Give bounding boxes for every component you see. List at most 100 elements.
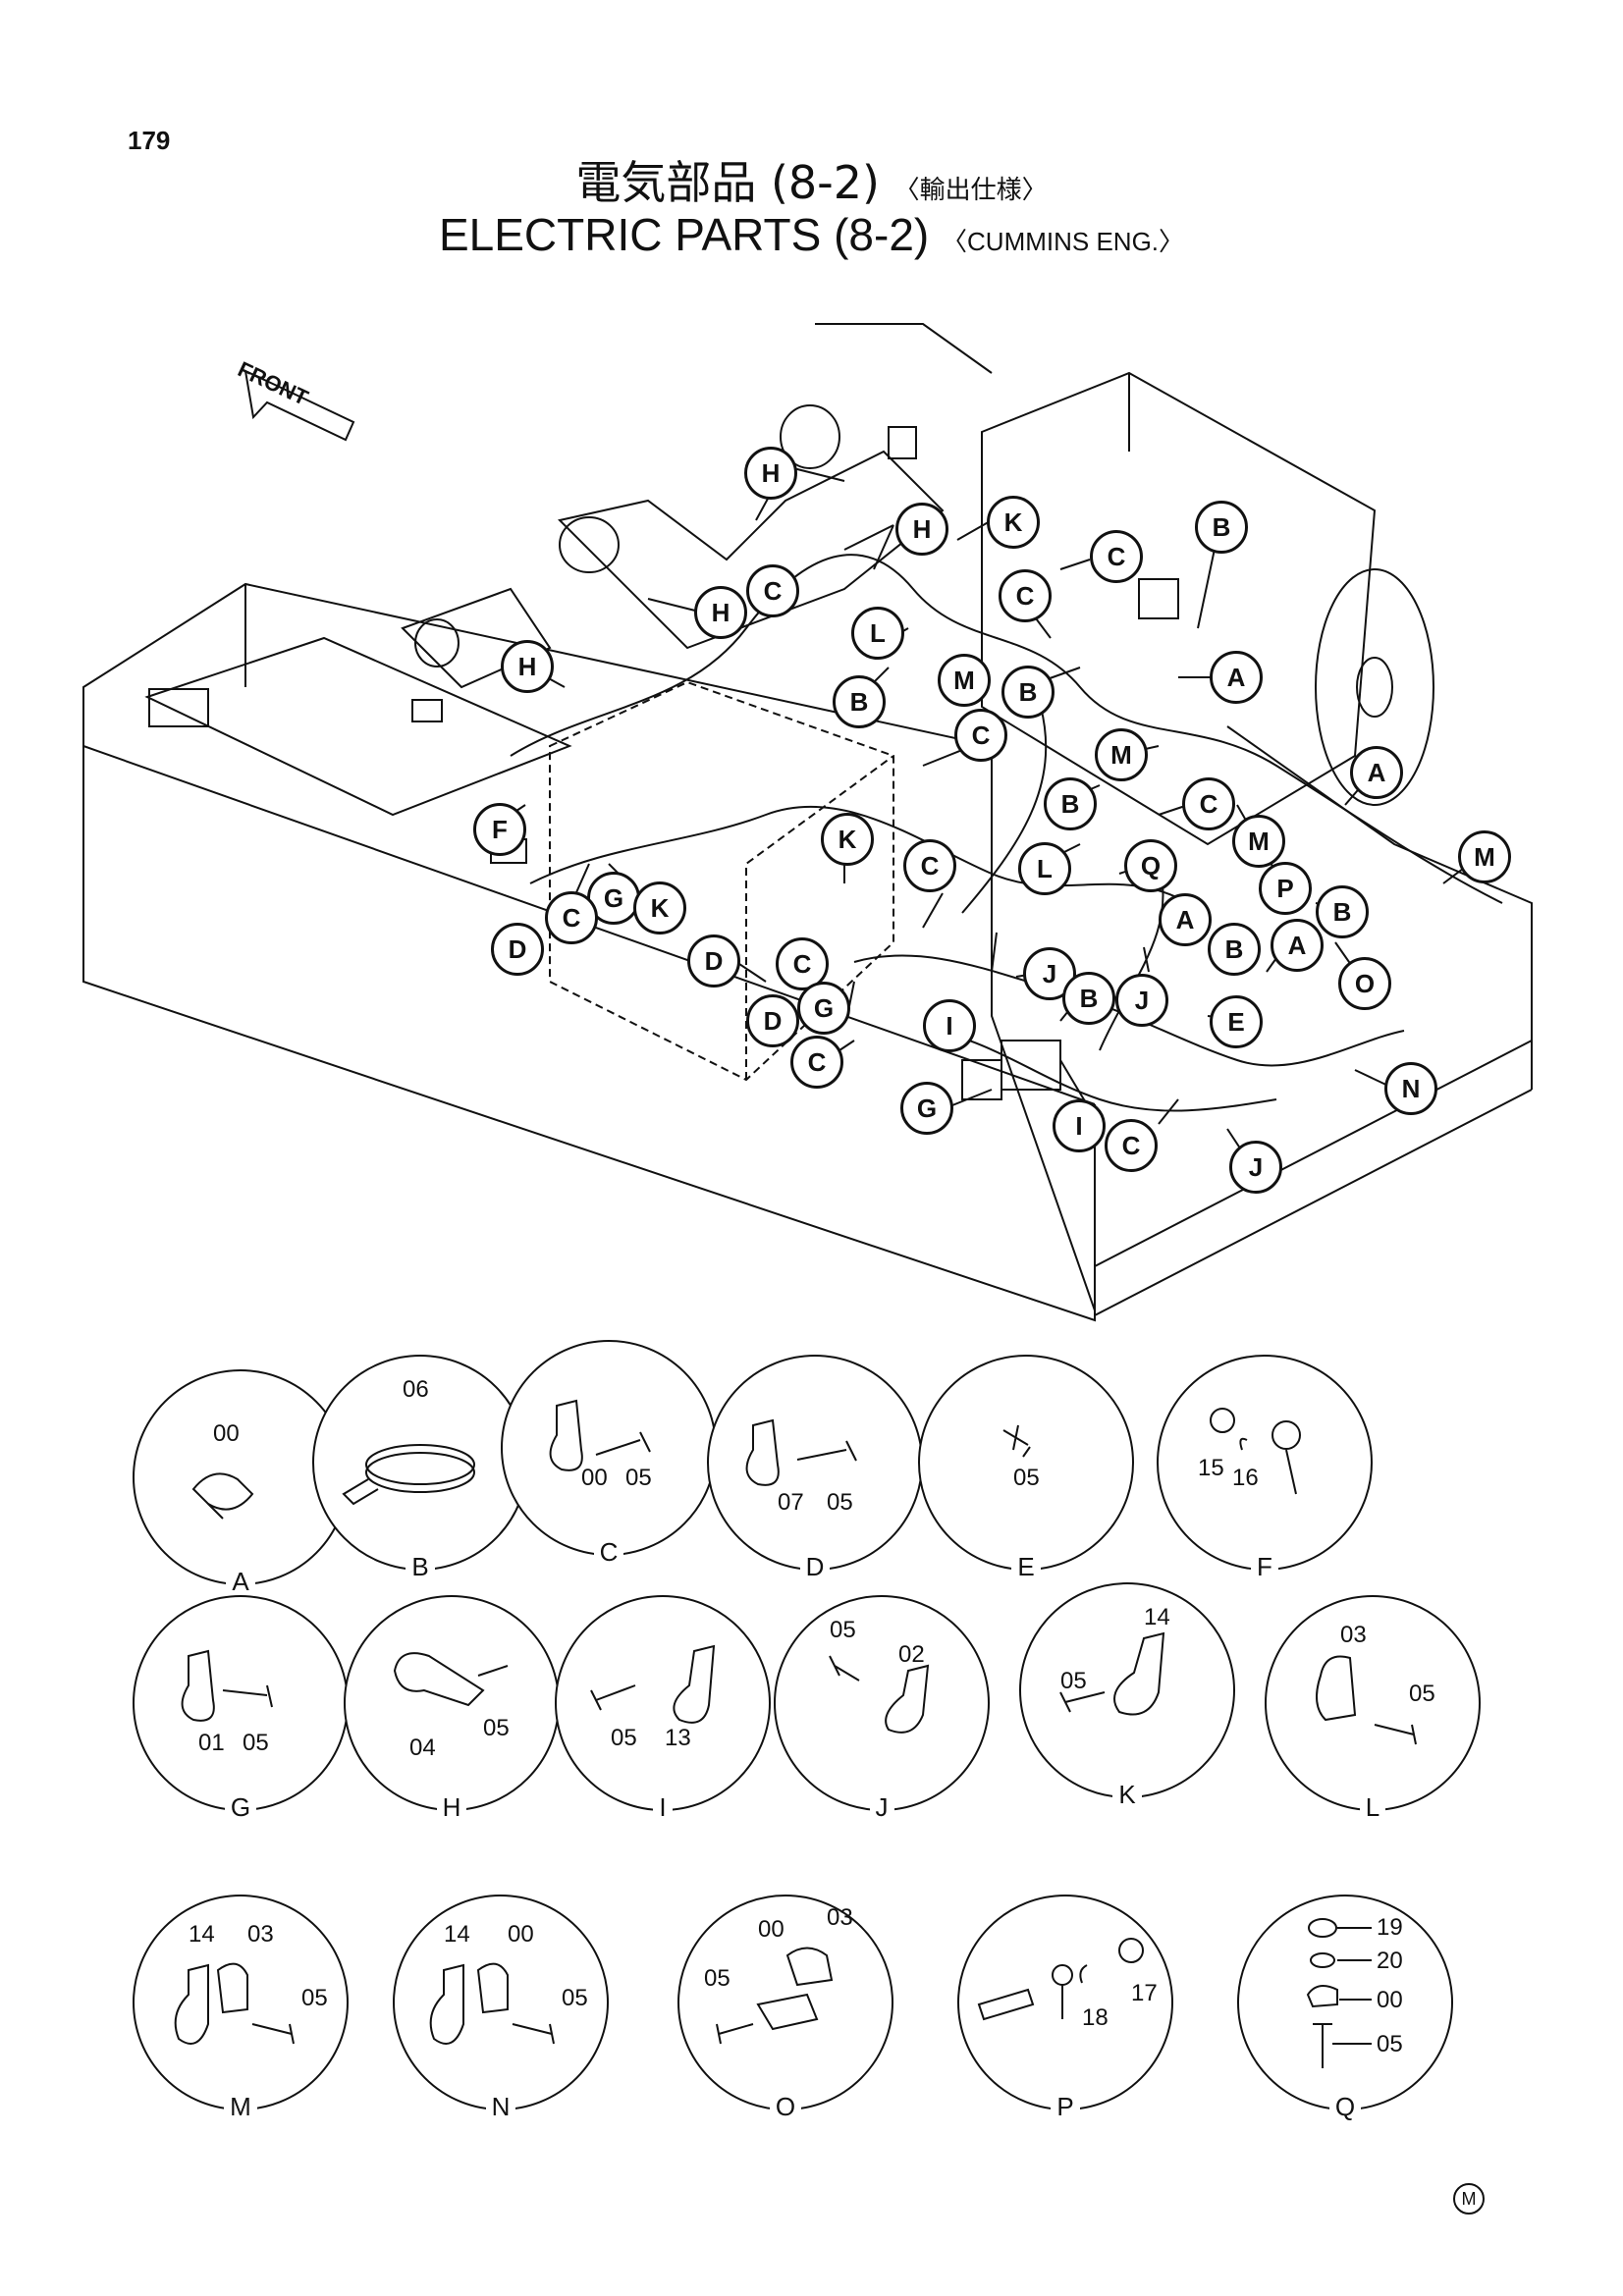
clamp-bolt-shape	[1316, 1655, 1417, 1745]
detail-label: A	[135, 1567, 347, 1597]
clamp-bolt-shape	[1059, 1631, 1165, 1716]
detail-circle-o: 00 03 05 O	[677, 1895, 893, 2121]
callout-circle: H	[744, 447, 797, 500]
callout-circle: J	[1229, 1141, 1282, 1194]
callout-circle: C	[545, 891, 598, 944]
detail-circle-p: 18 17 P	[957, 1895, 1173, 2121]
fan-shape	[1315, 568, 1434, 806]
callout-circle: B	[1316, 885, 1369, 938]
detail-label: J	[776, 1792, 988, 1823]
part-number: 18	[1082, 2004, 1109, 2031]
part-number: 00	[213, 1420, 240, 1447]
callout-circle: P	[1259, 862, 1312, 915]
front-arrow-shape	[243, 369, 355, 442]
clamp-shape	[191, 1472, 254, 1520]
part-number: 15	[1198, 1455, 1224, 1481]
part-number: 05	[1409, 1681, 1435, 1707]
callout-circle: I	[1053, 1099, 1106, 1152]
callout-circle: A	[1350, 746, 1403, 799]
detail-circle-l: 03 05 L	[1265, 1595, 1481, 1822]
callout-circle: H	[694, 586, 747, 639]
clamp-bolt-shape	[549, 1399, 651, 1471]
part-number: 05	[611, 1725, 637, 1751]
part-number: 05	[827, 1489, 853, 1516]
callout-circle: K	[633, 881, 686, 934]
callout-circle: K	[987, 496, 1040, 549]
part-number: 04	[409, 1735, 436, 1761]
callout-circle: N	[1384, 1062, 1437, 1115]
part-number: 05	[243, 1730, 269, 1756]
detail-label: L	[1267, 1792, 1479, 1823]
part-number: 05	[704, 1965, 730, 1992]
detail-circle-b: 06 B	[312, 1355, 528, 1581]
callout-circle: A	[1159, 893, 1212, 946]
callout-circle: C	[999, 569, 1052, 622]
callout-circle: B	[1062, 972, 1115, 1025]
detail-circle-c: 00 05 C	[501, 1340, 717, 1567]
part-number: 00	[581, 1465, 608, 1491]
part-number: 05	[830, 1617, 856, 1643]
part-number: 05	[625, 1465, 652, 1491]
title-jp-sub: 〈輸出仕様〉	[893, 176, 1048, 205]
band-shape	[342, 1444, 475, 1506]
callout-circle: L	[1018, 842, 1071, 895]
clamp-bolt-shape	[590, 1644, 716, 1724]
part-number: 05	[562, 1985, 588, 2011]
clamp-bolt-shape	[829, 1655, 930, 1734]
part-number: 05	[1013, 1465, 1040, 1491]
callout-circle: B	[1195, 501, 1248, 554]
title-en-main: ELECTRIC PARTS (8-2)	[438, 209, 930, 260]
part-number: 14	[189, 1921, 215, 1948]
clip-shape	[393, 1652, 509, 1707]
part-number: 05	[301, 1985, 328, 2011]
stack-assembly-shape	[1306, 1918, 1372, 2068]
part-number: 16	[1232, 1465, 1259, 1491]
detail-label: G	[135, 1792, 347, 1823]
part-number: 05	[1377, 2031, 1403, 2057]
detail-circle-i: 05 13 I	[555, 1595, 771, 1822]
callout-circle: Q	[1124, 839, 1177, 892]
detail-label: F	[1159, 1552, 1371, 1582]
part-number: 07	[778, 1489, 804, 1516]
callout-circle: C	[903, 839, 956, 892]
detail-label: O	[679, 2092, 892, 2122]
callout-circle: D	[746, 994, 799, 1047]
detail-label: C	[503, 1537, 715, 1568]
detail-label: K	[1021, 1780, 1233, 1810]
detail-circle-h: 04 05 H	[344, 1595, 560, 1822]
callout-circle: E	[1210, 995, 1263, 1048]
callout-circle: B	[1208, 923, 1261, 976]
callout-circle: C	[790, 1036, 843, 1089]
detail-label: E	[920, 1552, 1132, 1582]
detail-label: M	[135, 2092, 347, 2122]
callout-circle: B	[1044, 777, 1097, 830]
clamp-bolt-shape	[429, 1962, 555, 2045]
callout-circle: M	[1458, 830, 1511, 883]
callout-circle: A	[1210, 651, 1263, 704]
callout-circle: B	[833, 675, 886, 728]
callout-circle: C	[954, 709, 1007, 762]
part-number: 03	[1340, 1622, 1367, 1648]
clamp-bolt-shape	[181, 1649, 273, 1722]
manufacturer-mark: M	[1453, 2183, 1485, 2215]
callout-circle: L	[851, 607, 904, 660]
callout-circle: G	[797, 982, 850, 1035]
detail-label: Q	[1239, 2092, 1451, 2122]
detail-label: P	[959, 2092, 1171, 2122]
callout-circle: D	[687, 934, 740, 988]
part-number: 17	[1131, 1980, 1158, 2006]
detail-label: D	[709, 1552, 921, 1582]
part-number: 14	[444, 1921, 470, 1948]
callout-circle: A	[1271, 919, 1324, 972]
detail-label: N	[395, 2092, 607, 2122]
callout-circle: M	[938, 654, 991, 707]
title-english: ELECTRIC PARTS (8-2) 〈CUMMINS ENG.〉	[0, 208, 1623, 261]
callout-circle: K	[821, 813, 874, 866]
callout-circle: C	[1182, 777, 1235, 830]
part-number: 14	[1144, 1604, 1170, 1630]
part-number: 05	[1060, 1668, 1087, 1694]
detail-circle-g: 01 05 G	[133, 1595, 349, 1822]
terminal-shape	[977, 1938, 1144, 2021]
part-number: 01	[198, 1730, 225, 1756]
part-number: 06	[403, 1376, 429, 1403]
